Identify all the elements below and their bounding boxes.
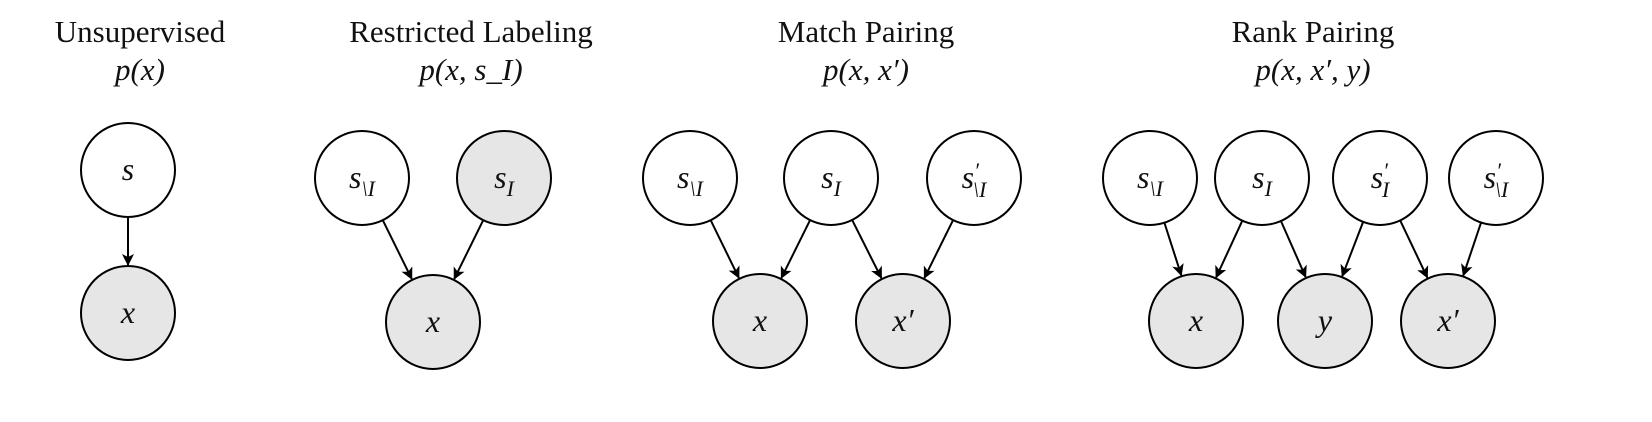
node-circle	[385, 274, 481, 370]
observed-node: y	[1277, 273, 1373, 369]
panel-formula: p(x)	[113, 52, 165, 87]
node-circle	[855, 273, 951, 369]
panel-title: Unsupervised	[55, 14, 226, 49]
edge-arrow	[1340, 221, 1365, 278]
node-label: s	[122, 151, 134, 187]
edge-arrow	[1280, 220, 1307, 278]
nodes-layer: s x s\I sI x s\I sI s′\I x x′ s\I sI s′I s′\I x y x′	[80, 122, 1544, 370]
observed-node: x	[385, 274, 481, 370]
observed-node: x	[80, 265, 176, 361]
latent-node: sI	[783, 130, 879, 226]
node-label: sI	[1252, 159, 1273, 201]
panel-formula: p(x, s_I)	[417, 52, 522, 87]
latent-node: s\I	[314, 130, 410, 226]
observed-node: x	[1148, 273, 1244, 369]
observed-node: x	[712, 273, 808, 369]
node-label: x	[1188, 302, 1203, 338]
node-label: s′I	[1371, 158, 1391, 202]
node-label: s\I	[677, 159, 705, 201]
node-circle	[642, 130, 738, 226]
node-label: sI	[821, 159, 842, 201]
observed-node: x′	[855, 273, 951, 369]
edge-arrow	[381, 219, 413, 280]
node-label: s\I	[349, 159, 377, 201]
node-label: x′	[891, 302, 914, 338]
node-circle	[712, 273, 808, 369]
edge-arrow	[1163, 222, 1184, 277]
node-circle	[1448, 130, 1544, 226]
observed-node: x′	[1400, 273, 1496, 369]
edge-arrow	[1399, 220, 1429, 279]
node-circle	[1277, 273, 1373, 369]
node-label: s\I	[1137, 159, 1165, 201]
latent-node: s′\I	[1448, 130, 1544, 226]
node-circle	[80, 265, 176, 361]
node-circle	[1214, 130, 1310, 226]
node-circle	[456, 130, 552, 226]
latent-node: s	[80, 122, 176, 218]
node-circle	[783, 130, 879, 226]
node-label: sI	[494, 159, 515, 201]
node-label: x	[120, 294, 135, 330]
node-label: x	[425, 303, 440, 339]
panel-restricted-labeling: Restricted Labeling p(x, s_I)	[349, 14, 593, 87]
panel-formula: p(x, x′)	[821, 52, 909, 87]
panel-title: Match Pairing	[778, 14, 955, 49]
node-circle	[926, 130, 1022, 226]
latent-node: s\I	[1102, 130, 1198, 226]
latent-node: s′I	[1332, 130, 1428, 226]
panel-title: Restricted Labeling	[349, 14, 593, 49]
node-circle	[314, 130, 410, 226]
edge-arrow	[923, 219, 954, 279]
edges-layer	[122, 217, 1482, 280]
edge-arrow	[1215, 220, 1244, 279]
latent-node: sI	[1214, 130, 1310, 226]
edge-arrow	[851, 219, 883, 280]
latent-node: s′\I	[926, 130, 1022, 226]
latent-node: s\I	[642, 130, 738, 226]
edge-arrow	[1461, 222, 1482, 277]
panel-formula: p(x, x′, y)	[1253, 52, 1370, 87]
node-label: x	[752, 302, 767, 338]
panel-unsupervised: Unsupervised p(x)	[55, 14, 226, 87]
observed-node: sI	[456, 130, 552, 226]
edge-arrow	[453, 219, 485, 280]
node-circle	[1148, 273, 1244, 369]
panel-match-pairing: Match Pairing p(x, x′)	[778, 14, 955, 87]
node-circle	[1400, 273, 1496, 369]
edge-arrow	[780, 219, 811, 279]
edge-arrow	[709, 219, 740, 279]
node-label: y	[1315, 302, 1333, 338]
panel-rank-pairing: Rank Pairing p(x, x′, y)	[1232, 14, 1395, 87]
node-label: s′\I	[1484, 158, 1510, 202]
panel-title: Rank Pairing	[1232, 14, 1395, 49]
node-label: x′	[1436, 302, 1459, 338]
node-circle	[80, 122, 176, 218]
node-circle	[1332, 130, 1428, 226]
node-label: s′\I	[962, 158, 988, 202]
node-circle	[1102, 130, 1198, 226]
